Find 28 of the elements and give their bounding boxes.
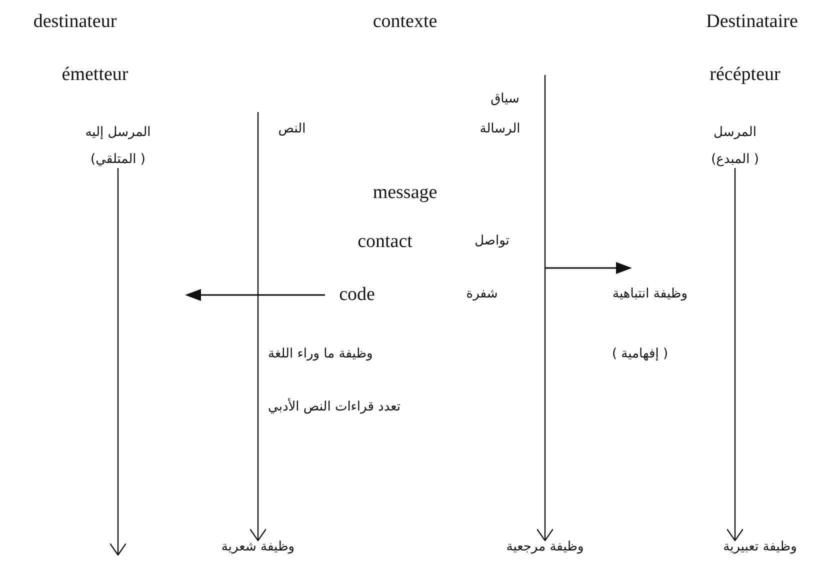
label-text: المرسل إليه bbox=[85, 126, 151, 141]
arrow bbox=[249, 112, 267, 542]
label-text: message bbox=[372, 182, 438, 204]
label-text: وظيفة ما وراء اللغة bbox=[268, 348, 373, 362]
label-text: ( المتلقي) bbox=[90, 153, 146, 168]
label-text: récépteur bbox=[710, 64, 780, 86]
label-text: تعدد قراءات النص الأدبي bbox=[268, 400, 401, 416]
function-label: وظيفة مرجعية bbox=[506, 540, 584, 556]
label-text: destinateur bbox=[33, 11, 117, 33]
label-text: المرسل bbox=[714, 126, 756, 141]
label-text: الرسالة bbox=[480, 122, 520, 138]
label-text: النص bbox=[278, 122, 306, 138]
label-text: émetteur bbox=[62, 64, 128, 86]
label-text: وظيفة انتباهية bbox=[612, 288, 688, 302]
function-label: وظيفة شعرية bbox=[221, 540, 295, 556]
label-text: Destinataire bbox=[706, 11, 798, 33]
label-text: ( المبدع) bbox=[711, 153, 759, 168]
label-text: ( إفهامية ) bbox=[612, 348, 668, 362]
arrow bbox=[109, 168, 127, 556]
function-label: وظيفة تعبيرية bbox=[723, 540, 797, 556]
label-text: تواصل bbox=[474, 234, 510, 250]
label-text: سياق bbox=[490, 92, 520, 108]
arrow bbox=[726, 168, 744, 542]
label-text: شفرة bbox=[466, 288, 498, 302]
arrow bbox=[536, 75, 554, 542]
label-text: contact bbox=[358, 231, 412, 253]
label-text: contexte bbox=[372, 11, 438, 33]
label-text: code bbox=[339, 284, 375, 306]
